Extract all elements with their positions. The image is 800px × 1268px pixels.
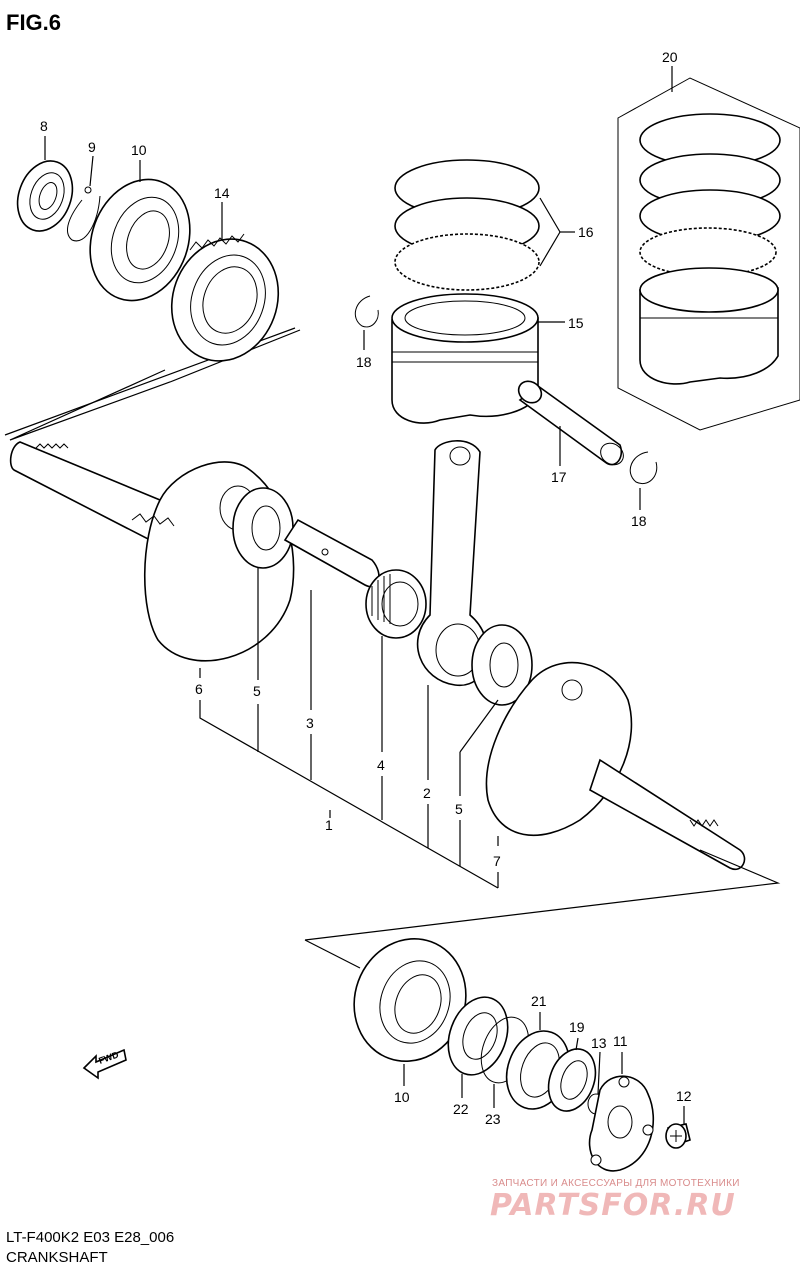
bearing-part-8[interactable] [8, 153, 81, 238]
piston-part-15[interactable] [391, 293, 539, 424]
bearing-part-22[interactable] [438, 989, 518, 1083]
assembly-outline [617, 77, 800, 431]
callout-5-left[interactable]: 5 [253, 683, 261, 699]
callout-13[interactable]: 13 [591, 1035, 607, 1051]
watermark: ЗАПЧАСТИ И АКСЕССУАРЫ ДЛЯ МОТОТЕХНИКИ PA… [490, 1178, 740, 1223]
callout-12[interactable]: 12 [676, 1088, 692, 1104]
callout-10[interactable]: 10 [131, 142, 147, 158]
callout-10-lower[interactable]: 10 [394, 1089, 410, 1105]
crank-pin-part-3[interactable] [283, 518, 380, 588]
guide-line [9, 329, 301, 441]
piston-group [354, 159, 658, 510]
fwd-direction-marker: FWD [82, 1048, 127, 1080]
bearing-group-lower [304, 849, 781, 1172]
callout-18-left[interactable]: 18 [356, 354, 372, 370]
bearing-group-upper-left [4, 136, 301, 441]
callout-19[interactable]: 19 [569, 1019, 585, 1035]
watermark-tagline: ЗАПЧАСТИ И АКСЕССУАРЫ ДЛЯ МОТОТЕХНИКИ [492, 1178, 740, 1189]
retainer-plate-part-11[interactable] [588, 1075, 655, 1172]
callout-3[interactable]: 3 [306, 715, 314, 731]
bracket-line [199, 700, 499, 889]
callout-7[interactable]: 7 [493, 853, 501, 869]
piston-pin-part-17[interactable] [514, 377, 627, 469]
leader-line [459, 699, 499, 753]
gear-part-14[interactable] [155, 224, 295, 376]
diagram-code: LT-F400K2 E03 E28_006 [6, 1229, 174, 1246]
callout-4[interactable]: 4 [377, 757, 385, 773]
callout-23[interactable]: 23 [485, 1111, 501, 1127]
figure-title: FIG.6 [6, 10, 61, 35]
oil-seal-part-19[interactable] [540, 1042, 603, 1117]
guide-line [304, 849, 781, 941]
leader-line [597, 1051, 601, 1095]
washer-part-5-right[interactable] [471, 624, 533, 706]
callout-22[interactable]: 22 [453, 1101, 469, 1117]
callout-labels: 8 9 10 14 16 15 18 20 17 18 6 5 3 4 2 5 … [40, 49, 692, 1127]
callout-1[interactable]: 1 [325, 817, 333, 833]
callout-14[interactable]: 14 [214, 185, 230, 201]
callout-9[interactable]: 9 [88, 139, 96, 155]
callout-2[interactable]: 2 [423, 785, 431, 801]
callout-5-right[interactable]: 5 [455, 801, 463, 817]
piston-assembly-box-20 [617, 66, 800, 431]
callout-20[interactable]: 20 [662, 49, 678, 65]
guide-line [304, 939, 361, 969]
leader-line [575, 1037, 579, 1051]
leader-line [89, 155, 94, 187]
needle-bearing-part-4[interactable] [365, 569, 427, 639]
piston-rings-part-16[interactable] [394, 159, 540, 291]
bearing-part-10[interactable] [74, 165, 207, 314]
watermark-brand: PARTSFOR.RU [490, 1188, 736, 1223]
washer-part-5-left[interactable] [232, 487, 294, 569]
callout-6[interactable]: 6 [195, 681, 203, 697]
callout-21[interactable]: 21 [531, 993, 547, 1009]
callout-17[interactable]: 17 [551, 469, 567, 485]
crankshaft-group [9, 440, 746, 889]
callout-11[interactable]: 11 [613, 1033, 628, 1049]
screw-part-12[interactable] [665, 1123, 691, 1149]
circlip-part-9[interactable] [67, 186, 101, 242]
circlip-part-18-right[interactable] [629, 451, 658, 484]
callout-15[interactable]: 15 [568, 315, 584, 331]
leader-line [539, 197, 561, 233]
forward-arrow-icon [82, 1048, 127, 1080]
diagram-name: CRANKSHAFT [6, 1249, 108, 1266]
callout-16[interactable]: 16 [578, 224, 594, 240]
callout-8[interactable]: 8 [40, 118, 48, 134]
circlip-part-18-left[interactable] [354, 295, 379, 328]
piston-assembly-part-20[interactable] [639, 113, 781, 385]
leader-line [539, 231, 561, 267]
callout-18-right[interactable]: 18 [631, 513, 647, 529]
crankshaft-right-half-part-7[interactable] [485, 661, 746, 871]
